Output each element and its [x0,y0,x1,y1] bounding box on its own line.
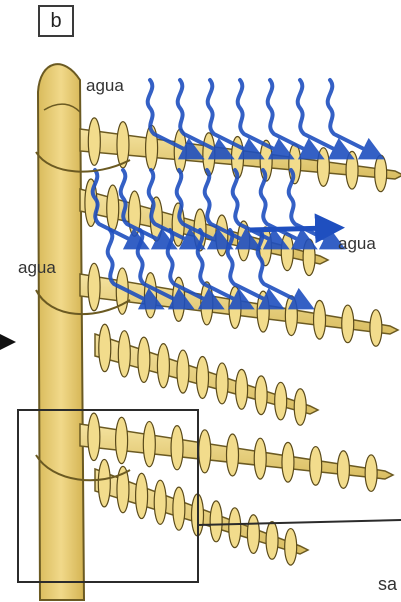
lamella [171,426,183,470]
label-water-left: agua [18,258,56,278]
lamella [210,501,222,542]
lamella [107,185,119,231]
lamella [294,389,306,426]
lamella [281,233,293,271]
lamella [346,151,358,189]
lamella [157,344,169,388]
label-water-top: agua [86,76,124,96]
label-water-right: agua [338,234,376,254]
lamella [227,434,239,476]
water-flow-arrow [328,80,374,154]
lamella [143,421,155,466]
lamella [342,305,354,343]
lamella [229,287,241,329]
lamella [254,438,266,479]
lamella [173,487,185,530]
water-flow-arrow [298,80,344,154]
water-outflow-arrow [250,228,330,230]
lamella [99,324,111,371]
lamella [88,413,100,460]
lamella [154,480,166,524]
lamella [199,430,211,473]
lamella [144,273,156,318]
lamella [337,451,349,489]
lamella [138,337,150,382]
lamella [229,508,241,548]
lamella [247,515,259,554]
lamella [98,459,110,506]
water-flow-arrow [268,80,314,154]
left-pointer-arrow-icon [0,334,16,350]
gill-filament [95,459,308,565]
lamella [236,369,248,409]
lamella [255,376,267,415]
lamella [177,350,189,393]
lamella [310,447,322,486]
lamella [116,417,128,463]
lamella [317,148,329,187]
gill-arch [38,64,84,600]
lamella [118,331,130,377]
lamella [314,300,326,339]
lamella [285,529,297,566]
lamella [266,522,278,560]
lamella [136,473,148,518]
lamella [197,357,209,399]
gill-filaments [80,118,401,565]
lamella [375,155,387,192]
water-flow-arrow [208,80,254,154]
water-flow-arrow [238,80,284,154]
lamella [216,363,228,404]
lamella [370,310,382,347]
panel-label: b [38,5,74,37]
lamella [88,263,100,310]
lamella [365,455,377,492]
lamella [88,118,100,165]
label-cut-text: sa [378,574,397,595]
lamella [282,442,294,482]
lamella [275,382,287,420]
